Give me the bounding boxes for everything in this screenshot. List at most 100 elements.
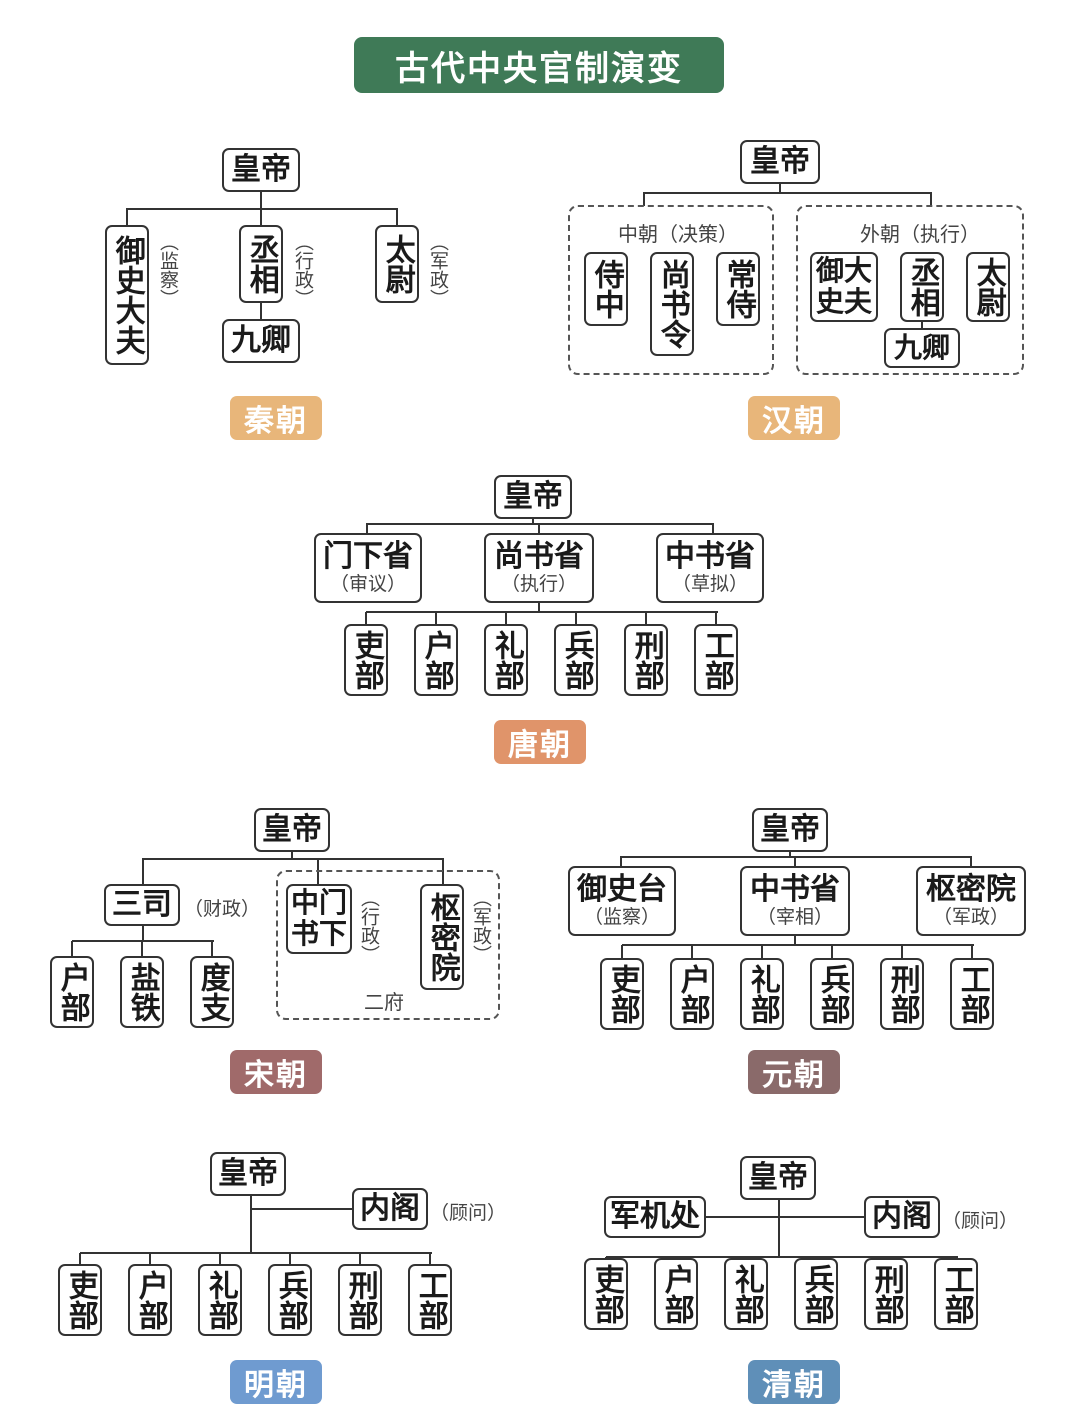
qing-ministry-box: 吏部 bbox=[584, 1258, 628, 1330]
qing-ministry-box: 户部 bbox=[654, 1258, 698, 1330]
qing-ministry-box: 礼部 bbox=[724, 1258, 768, 1330]
connector bbox=[621, 945, 623, 958]
connector bbox=[970, 856, 972, 868]
connector bbox=[745, 1257, 747, 1258]
connector bbox=[575, 612, 577, 624]
han-chengxiang-box: 丞相 bbox=[900, 252, 944, 322]
yuan-zhongshu-box: 中书省 （宰相） bbox=[740, 866, 850, 936]
connector bbox=[779, 184, 781, 194]
connector bbox=[250, 1196, 252, 1254]
yuan-shumiyuan-label: 枢密院 bbox=[926, 872, 1016, 908]
connector bbox=[80, 1252, 432, 1254]
song-sansi-box: 三司 bbox=[104, 884, 180, 926]
ming-neige-box: 内阁 bbox=[352, 1188, 428, 1230]
connector bbox=[126, 208, 128, 226]
ming-ministry-box: 刑部 bbox=[338, 1264, 382, 1336]
connector bbox=[645, 612, 647, 624]
connector bbox=[794, 936, 796, 946]
connector bbox=[675, 1257, 677, 1258]
connector bbox=[79, 1253, 81, 1264]
connector bbox=[622, 944, 974, 946]
song-shumiyuan-note: （军政） bbox=[470, 888, 492, 964]
han-jiuqing-box: 九卿 bbox=[884, 328, 960, 368]
han-shizhong-box: 侍中 bbox=[584, 252, 628, 326]
yuan-ministry-box: 工部 bbox=[950, 958, 994, 1030]
tang-ministry-box: 吏部 bbox=[344, 624, 388, 696]
connector bbox=[831, 945, 833, 958]
tang-shangshu-note: （执行） bbox=[500, 573, 577, 596]
han-outer-court-group bbox=[796, 205, 1024, 375]
tang-ministry-box: 刑部 bbox=[624, 624, 668, 696]
connector bbox=[250, 1208, 354, 1210]
qing-ministry-box: 兵部 bbox=[794, 1258, 838, 1330]
connector bbox=[761, 945, 763, 958]
connector bbox=[429, 1253, 431, 1264]
connector bbox=[289, 1253, 291, 1264]
connector bbox=[794, 856, 796, 868]
han-shangshuling-box: 尚书令 bbox=[650, 252, 694, 356]
connector bbox=[532, 519, 534, 525]
qin-taiwei-box: 太尉 bbox=[375, 225, 419, 303]
connector bbox=[141, 941, 143, 956]
ming-ministry-box: 礼部 bbox=[198, 1264, 242, 1336]
tang-ministry-box: 兵部 bbox=[554, 624, 598, 696]
qing-neige-box: 内阁 bbox=[864, 1196, 940, 1238]
song-dynasty-label: 宋朝 bbox=[230, 1050, 322, 1094]
connector bbox=[715, 612, 717, 624]
song-erfu-group bbox=[276, 870, 500, 1020]
connector bbox=[142, 858, 444, 860]
page-title: 古代中央官制演变 bbox=[354, 37, 724, 93]
ming-ministry-box: 工部 bbox=[408, 1264, 452, 1336]
connector bbox=[505, 612, 507, 624]
qin-jiuqing-box: 九卿 bbox=[222, 319, 300, 363]
connector bbox=[291, 852, 293, 860]
yuan-dynasty-label: 元朝 bbox=[748, 1050, 840, 1094]
qin-dynasty-label: 秦朝 bbox=[230, 396, 322, 440]
connector bbox=[538, 523, 540, 535]
connector bbox=[885, 1257, 887, 1258]
connector bbox=[930, 192, 932, 206]
qin-emperor-box: 皇帝 bbox=[222, 148, 300, 192]
song-ministry-box: 盐铁 bbox=[120, 956, 164, 1028]
qin-yushi-note: （监察） bbox=[157, 232, 179, 308]
han-inner-label: 中朝（决策） bbox=[618, 222, 738, 246]
yuan-zhongshu-label: 中书省 bbox=[750, 872, 840, 908]
connector bbox=[921, 322, 923, 330]
connector bbox=[778, 1200, 780, 1258]
ming-ministry-box: 户部 bbox=[128, 1264, 172, 1336]
connector bbox=[366, 523, 368, 535]
qin-chengxiang-note: （行政） bbox=[292, 232, 314, 308]
ming-dynasty-label: 明朝 bbox=[230, 1360, 322, 1404]
tang-ministry-box: 工部 bbox=[694, 624, 738, 696]
connector bbox=[396, 208, 398, 226]
connector bbox=[142, 858, 144, 884]
tang-ministry-box: 礼部 bbox=[484, 624, 528, 696]
yuan-ministry-box: 户部 bbox=[670, 958, 714, 1030]
yuan-zhongshu-note: （宰相） bbox=[756, 906, 833, 929]
connector bbox=[971, 945, 973, 958]
connector bbox=[71, 941, 73, 956]
qin-chengxiang-box: 丞相 bbox=[239, 225, 283, 303]
connector bbox=[365, 612, 367, 624]
connector bbox=[706, 1216, 866, 1218]
song-zhongshumenxia-box: 中门书下 bbox=[286, 884, 352, 954]
yuan-emperor-box: 皇帝 bbox=[752, 808, 828, 852]
connector bbox=[538, 603, 540, 613]
connector bbox=[260, 192, 262, 209]
connector bbox=[605, 1257, 607, 1258]
connector bbox=[142, 926, 144, 942]
connector bbox=[219, 1253, 221, 1264]
connector bbox=[260, 208, 262, 226]
yuan-yushitai-label: 御史台 bbox=[577, 872, 667, 908]
ming-emperor-box: 皇帝 bbox=[210, 1152, 286, 1196]
tang-zhongshu-note: （草拟） bbox=[671, 573, 748, 596]
qing-emperor-box: 皇帝 bbox=[740, 1156, 816, 1200]
connector bbox=[901, 945, 903, 958]
yuan-shumiyuan-box: 枢密院 （军政） bbox=[916, 866, 1026, 936]
qin-taiwei-note: （军政） bbox=[427, 232, 449, 308]
connector bbox=[955, 1257, 957, 1258]
connector bbox=[366, 611, 718, 613]
connector bbox=[691, 945, 693, 958]
connector bbox=[789, 852, 791, 858]
yuan-shumiyuan-note: （军政） bbox=[932, 906, 1009, 929]
